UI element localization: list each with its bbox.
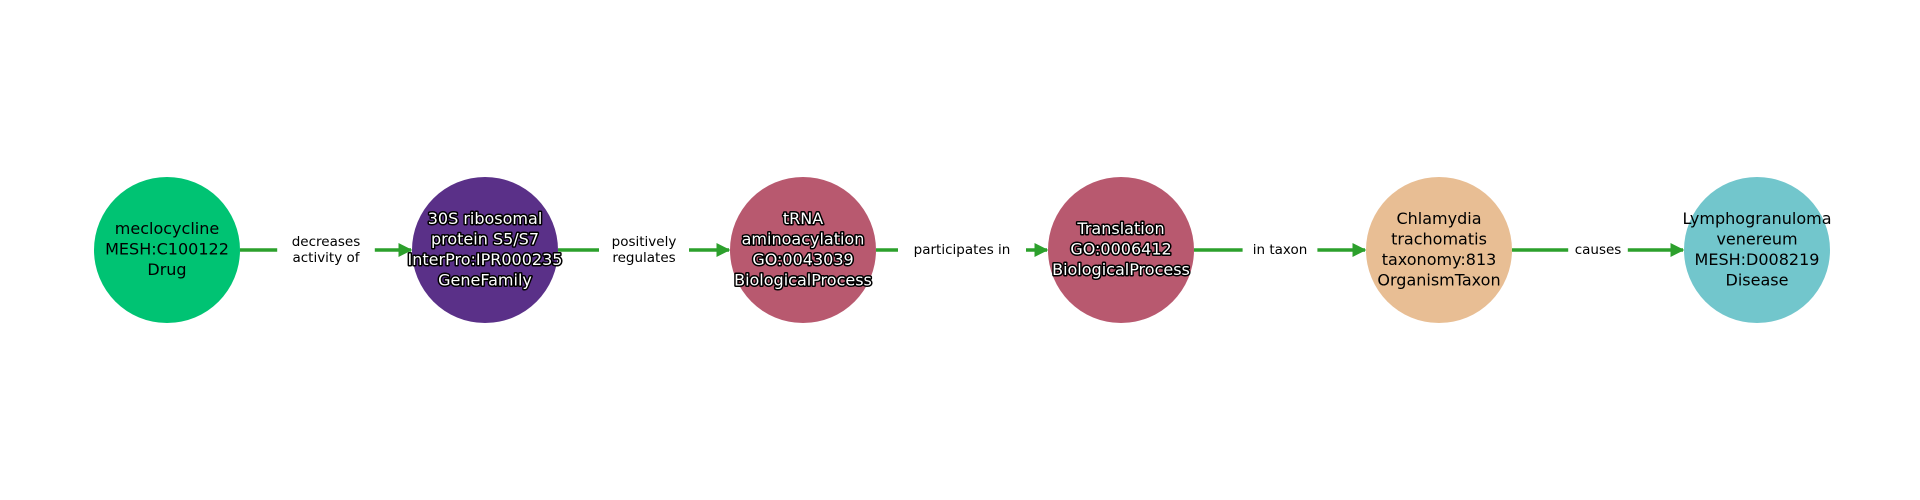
edge-label: regulates [612,250,675,266]
node-label: Drug [147,260,186,279]
node-label: MESH:C100122 [105,240,229,259]
edge-n4-n5: causes [1512,242,1685,258]
node-label: 30S ribosomal [428,209,543,228]
edge-label: in taxon [1253,242,1308,258]
node-label: GO:0006412 [1070,240,1171,259]
node-label: GO:0043039 [752,250,853,269]
node-circle[interactable] [94,177,240,323]
node-disease[interactable]: LymphogranulomavenereumMESH:D008219Disea… [1682,177,1832,323]
node-biologicalprocess[interactable]: tRNAaminoacylationGO:0043039BiologicalPr… [730,177,876,323]
node-label: GeneFamily [438,270,532,289]
node-label: meclocycline [115,219,219,238]
node-circle[interactable] [730,177,876,323]
node-label: InterPro:IPR000235 [408,250,563,269]
node-label: tRNA [783,209,823,228]
node-label: MESH:D008219 [1695,250,1820,269]
edge-label: positively [612,234,677,250]
node-label: venereum [1716,229,1797,248]
node-label: taxonomy:813 [1382,250,1497,269]
edge-label: causes [1575,242,1622,258]
edge-label: decreases [292,234,361,250]
edge-label: activity of [292,250,360,266]
node-label: trachomatis [1391,229,1487,248]
node-label: aminoacylation [742,229,865,248]
node-circle[interactable] [1684,177,1830,323]
node-label: Chlamydia [1396,209,1481,228]
node-label: Translation [1076,219,1164,238]
node-label: BiologicalProcess [1052,260,1190,279]
edge-label: participates in [914,242,1011,258]
node-label: protein S5/S7 [431,229,539,248]
edge-n2-n3: participates in [876,242,1049,258]
node-circle[interactable] [412,177,558,323]
node-label: Disease [1726,270,1789,289]
node-label: BiologicalProcess [734,270,872,289]
edge-n3-n4: in taxon [1194,242,1367,258]
node-label: Lymphogranuloma [1682,209,1831,228]
node-circle[interactable] [1366,177,1512,323]
node-circle[interactable] [1048,177,1194,323]
node-label: OrganismTaxon [1377,270,1500,289]
